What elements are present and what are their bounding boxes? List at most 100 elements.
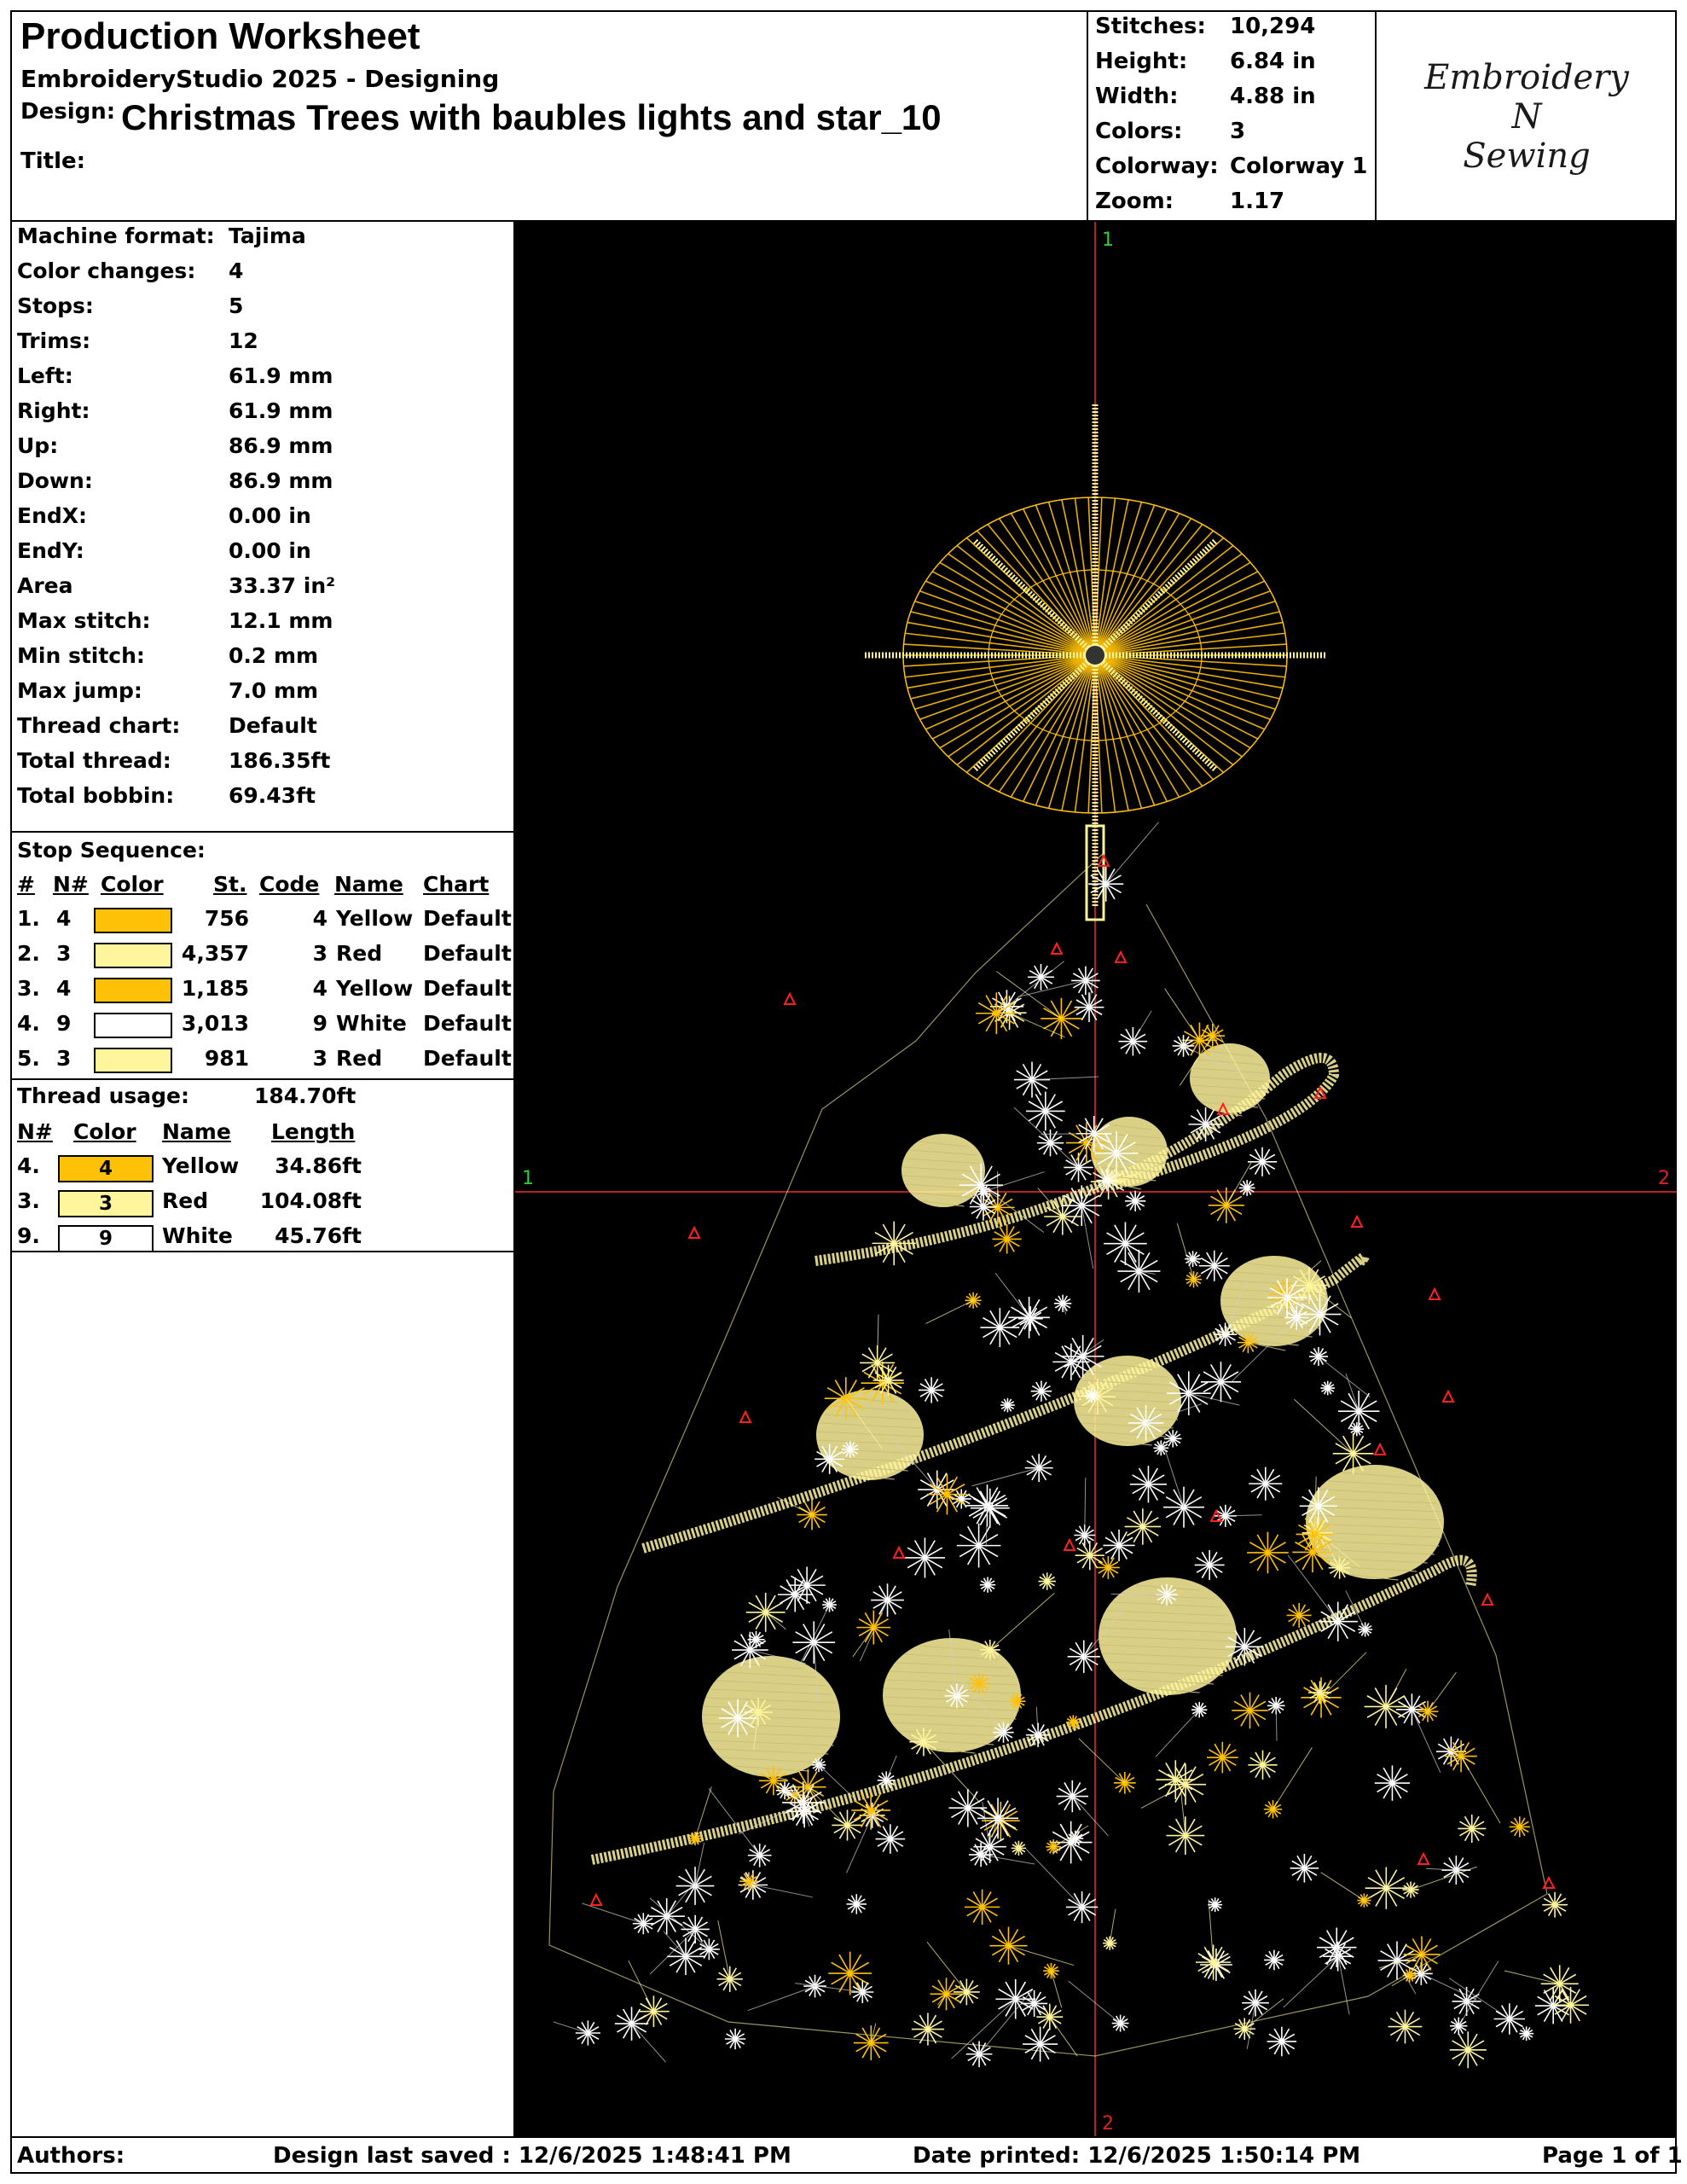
jump-thread xyxy=(1025,1849,1082,1908)
thread-usage-total: 184.70ft xyxy=(254,1083,357,1108)
summary-value: 3 xyxy=(1230,119,1246,144)
star-ray xyxy=(1010,654,1096,798)
bauble-stitch xyxy=(716,1680,826,1687)
col-header-chart: Chart xyxy=(423,872,490,897)
star-spike xyxy=(972,653,1098,772)
jump-thread xyxy=(1385,1668,1407,1707)
stop-stitches: 3,013 xyxy=(181,1011,249,1036)
sparkle xyxy=(733,1640,767,1660)
sparkle xyxy=(1196,1557,1223,1573)
usage-name: White xyxy=(162,1223,233,1248)
jump-thread xyxy=(1251,1282,1288,1298)
jump-thread xyxy=(926,1942,967,1993)
jump-thread xyxy=(663,1931,687,1957)
jump-thread xyxy=(813,1642,819,1702)
star-ray xyxy=(1094,654,1143,809)
sparkle xyxy=(784,1791,822,1814)
sparkle xyxy=(1037,2009,1062,2024)
star-ray xyxy=(1061,654,1096,811)
jump-thread xyxy=(978,1989,1033,2055)
bauble-stitch xyxy=(1228,1322,1320,1329)
trim-marker xyxy=(1441,1389,1455,1403)
star-ray xyxy=(1094,571,1259,656)
bauble-stitch xyxy=(822,1414,918,1420)
sparkle xyxy=(979,1807,1017,1830)
jump-thread xyxy=(1225,1276,1249,1335)
logo-line: N xyxy=(1511,97,1542,136)
jump-thread xyxy=(845,1397,884,1449)
bauble-stitch xyxy=(1351,1574,1399,1581)
star-ray xyxy=(1094,524,1203,656)
spec-value: 86.9 mm xyxy=(229,433,333,458)
trim-marker xyxy=(1216,1101,1230,1115)
stop-name: Red xyxy=(336,941,383,966)
sparkle xyxy=(1520,2029,1533,2038)
trim-marker xyxy=(1373,1442,1387,1455)
jump-thread xyxy=(1244,1998,1284,2030)
divider xyxy=(12,1251,513,1252)
stop-chart: Default xyxy=(423,941,512,966)
bauble-stitch xyxy=(708,1740,834,1746)
jump-thread xyxy=(1264,1272,1320,1315)
star-ray xyxy=(1061,499,1096,656)
tree-artwork xyxy=(548,404,1589,2069)
summary-value: 4.88 in xyxy=(1230,84,1316,109)
sparkle xyxy=(1029,969,1053,985)
star-ray xyxy=(1094,544,1234,656)
sparkle xyxy=(1227,1636,1261,1658)
sparkle xyxy=(1132,1474,1165,1495)
sparkle xyxy=(1303,1687,1339,1709)
bauble-stitch xyxy=(1249,1339,1299,1346)
production-worksheet: Production Worksheet EmbroideryStudio 20… xyxy=(10,10,1683,2174)
star-ray xyxy=(1094,654,1168,802)
axis-label-top: 1 xyxy=(1102,229,1114,251)
jump-thread xyxy=(1155,1709,1200,1757)
bauble-stitch xyxy=(911,1192,976,1199)
bauble-stitch xyxy=(1197,1059,1263,1066)
jump-thread xyxy=(795,1983,863,1993)
bauble-stitch xyxy=(1217,1110,1243,1117)
axis-label-left: 1 xyxy=(522,1168,534,1189)
bauble-stitch xyxy=(703,1722,839,1729)
bauble-stitch xyxy=(890,1670,1014,1677)
sparkle xyxy=(1209,1749,1237,1766)
stop-code: 9 xyxy=(312,1011,328,1036)
sparkle xyxy=(1085,1391,1099,1400)
sparkle xyxy=(994,1231,1020,1247)
footer-page: Page 1 of 1 xyxy=(1542,2143,1683,2169)
jump-thread xyxy=(1083,1606,1127,1658)
sparkle xyxy=(739,1877,767,1893)
sparkle xyxy=(1239,1183,1255,1193)
footer-date-printed: Date printed: 12/6/2025 1:50:14 PM xyxy=(913,2143,1361,2169)
star-ray xyxy=(1035,504,1096,656)
jump-thread xyxy=(1132,1010,1152,1042)
logo-line: Sewing xyxy=(1463,136,1591,176)
jump-thread xyxy=(1140,1784,1186,1809)
sparkle xyxy=(721,1708,755,1728)
spec-label: Left: xyxy=(17,363,73,388)
jump-thread xyxy=(750,1649,806,1664)
star-ray xyxy=(939,654,1096,749)
jump-thread xyxy=(631,2023,667,2063)
usage-needle: 9. xyxy=(17,1223,40,1248)
sparkle xyxy=(1019,1311,1042,1326)
usage-needle: 3. xyxy=(17,1188,40,1213)
star-ray xyxy=(1094,654,1180,798)
usage-name: Yellow xyxy=(162,1153,240,1178)
sparkle xyxy=(1024,2035,1056,2054)
star-ray xyxy=(976,530,1096,656)
star-ray xyxy=(910,611,1096,656)
sparkle xyxy=(1264,1804,1282,1815)
jump-thread xyxy=(628,1960,654,2012)
sparkle xyxy=(1233,1700,1267,1721)
star-ray xyxy=(931,654,1096,740)
star-ray xyxy=(1094,518,1192,656)
summary-label: Colors: xyxy=(1095,119,1183,144)
sparkle xyxy=(847,1898,866,1910)
spec-label: Machine format: xyxy=(17,224,215,248)
usage-needle: 4. xyxy=(17,1153,40,1178)
sparkle xyxy=(1158,1769,1193,1791)
jump-thread xyxy=(1378,1954,1423,1969)
trim-marker xyxy=(1114,950,1128,963)
footer-last-saved: Design last saved : 12/6/2025 1:48:41 PM xyxy=(273,2143,791,2169)
